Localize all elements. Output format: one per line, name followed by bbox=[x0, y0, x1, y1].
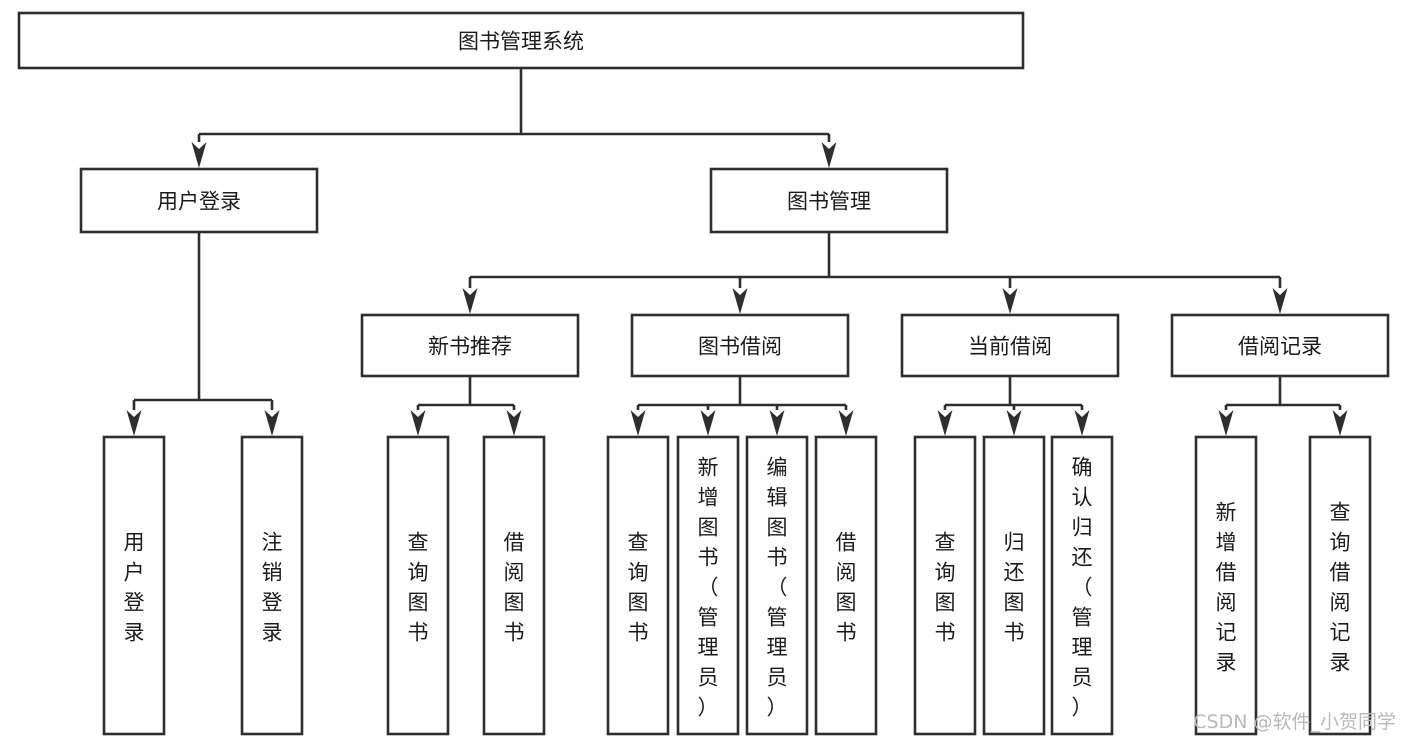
node-label-leaf-query-book-bor: 查询图书 bbox=[628, 531, 649, 645]
node-box-leaf-add-record[interactable] bbox=[1194, 435, 1258, 736]
node-box-current-borrow[interactable] bbox=[900, 313, 1120, 378]
node-box-new-book-recommend[interactable] bbox=[360, 313, 580, 378]
node-label-borrow-record: 借阅记录 bbox=[1238, 335, 1322, 359]
node-label-leaf-return-book: 归还图书 bbox=[1004, 531, 1025, 645]
node-label-leaf-add-record: 新增借阅记录 bbox=[1216, 501, 1237, 675]
node-label-book-manage: 图书管理 bbox=[787, 190, 871, 214]
node-box-leaf-borrow-book-bor[interactable] bbox=[814, 435, 878, 736]
node-box-leaf-confirm-return[interactable] bbox=[1050, 435, 1114, 736]
node-label-current-borrow: 当前借阅 bbox=[968, 335, 1052, 359]
node-leaf-borrow-book-rec[interactable]: 借阅图书 bbox=[482, 435, 546, 736]
node-box-leaf-edit-book[interactable] bbox=[745, 435, 809, 736]
node-box-root[interactable] bbox=[17, 11, 1025, 70]
node-leaf-query-book-bor[interactable]: 查询图书 bbox=[606, 435, 670, 736]
node-root[interactable]: 图书管理系统 bbox=[17, 11, 1025, 70]
csdn-watermark: CSDN @软件_小贺同学 bbox=[1193, 711, 1396, 733]
node-leaf-logout[interactable]: 注销登录 bbox=[240, 435, 304, 736]
node-leaf-borrow-book-bor[interactable]: 借阅图书 bbox=[814, 435, 878, 736]
node-box-leaf-query-record[interactable] bbox=[1308, 435, 1372, 736]
node-box-borrow-record[interactable] bbox=[1170, 313, 1390, 378]
node-label-leaf-borrow-book-bor: 借阅图书 bbox=[836, 531, 857, 645]
node-box-leaf-query-book-bor[interactable] bbox=[606, 435, 670, 736]
node-leaf-add-record[interactable]: 新增借阅记录 bbox=[1194, 435, 1258, 736]
node-leaf-query-record[interactable]: 查询借阅记录 bbox=[1308, 435, 1372, 736]
node-leaf-confirm-return[interactable]: 确认归还（管理员） bbox=[1050, 435, 1114, 736]
node-label-new-book-recommend: 新书推荐 bbox=[428, 335, 512, 359]
node-leaf-add-book[interactable]: 新增图书（管理员） bbox=[676, 435, 740, 736]
node-box-leaf-query-book-cur[interactable] bbox=[913, 435, 977, 736]
node-leaf-query-book-rec[interactable]: 查询图书 bbox=[386, 435, 450, 736]
node-layer: 图书管理系统用户登录图书管理新书推荐图书借阅当前借阅借阅记录用户登录注销登录查询… bbox=[17, 11, 1390, 736]
node-box-leaf-borrow-book-rec[interactable] bbox=[482, 435, 546, 736]
connector-layer bbox=[126, 68, 1348, 436]
node-leaf-edit-book[interactable]: 编辑图书（管理员） bbox=[745, 435, 809, 736]
node-box-leaf-logout[interactable] bbox=[240, 435, 304, 736]
node-leaf-query-book-cur[interactable]: 查询图书 bbox=[913, 435, 977, 736]
node-label-leaf-query-book-cur: 查询图书 bbox=[935, 531, 956, 645]
node-label-user-login: 用户登录 bbox=[157, 190, 241, 214]
node-leaf-return-book[interactable]: 归还图书 bbox=[982, 435, 1046, 736]
node-label-leaf-edit-book: 编辑图书（管理员） bbox=[767, 456, 788, 720]
node-box-user-login[interactable] bbox=[79, 167, 319, 234]
node-borrow-record[interactable]: 借阅记录 bbox=[1170, 313, 1390, 378]
node-label-book-borrow: 图书借阅 bbox=[698, 335, 782, 359]
node-label-leaf-query-book-rec: 查询图书 bbox=[408, 531, 429, 645]
node-label-leaf-logout: 注销登录 bbox=[262, 531, 283, 645]
node-box-leaf-user-login[interactable] bbox=[102, 435, 166, 736]
node-box-leaf-add-book[interactable] bbox=[676, 435, 740, 736]
node-book-borrow[interactable]: 图书借阅 bbox=[630, 313, 850, 378]
node-user-login[interactable]: 用户登录 bbox=[79, 167, 319, 234]
node-label-leaf-borrow-book-rec: 借阅图书 bbox=[504, 531, 525, 645]
node-new-book-recommend[interactable]: 新书推荐 bbox=[360, 313, 580, 378]
node-current-borrow[interactable]: 当前借阅 bbox=[900, 313, 1120, 378]
node-label-leaf-confirm-return: 确认归还（管理员） bbox=[1072, 456, 1093, 720]
node-box-book-manage[interactable] bbox=[709, 167, 949, 234]
node-label-leaf-query-record: 查询借阅记录 bbox=[1330, 501, 1351, 675]
node-label-root: 图书管理系统 bbox=[458, 30, 584, 54]
node-label-leaf-add-book: 新增图书（管理员） bbox=[698, 456, 719, 720]
node-book-manage[interactable]: 图书管理 bbox=[709, 167, 949, 234]
node-box-leaf-query-book-rec[interactable] bbox=[386, 435, 450, 736]
node-box-leaf-return-book[interactable] bbox=[982, 435, 1046, 736]
node-label-leaf-user-login: 用户登录 bbox=[124, 531, 145, 645]
node-box-book-borrow[interactable] bbox=[630, 313, 850, 378]
node-leaf-user-login[interactable]: 用户登录 bbox=[102, 435, 166, 736]
